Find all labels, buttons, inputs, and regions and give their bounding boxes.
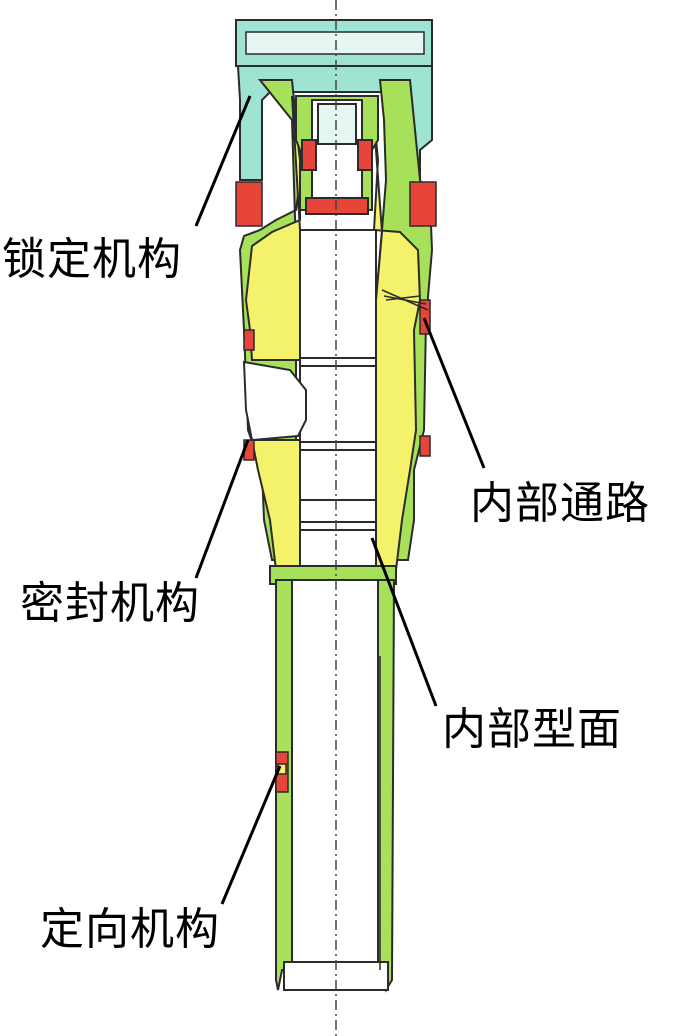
lock-seals: [235, 181, 437, 461]
label-internal-flow-path: 内部通路: [470, 478, 650, 529]
label-internal-profile: 内部型面: [442, 704, 622, 755]
top-sleeve: [295, 95, 379, 215]
seal-window: [242, 360, 307, 442]
label-seal-mechanism: 密封机构: [20, 578, 200, 629]
lower-tube: [269, 565, 397, 993]
label-lock-mechanism: 锁定机构: [2, 234, 182, 285]
label-orientation-mechanism: 定向机构: [40, 904, 220, 955]
flow-path: [375, 280, 429, 560]
leader-lines: [194, 95, 486, 905]
inner-bore: [299, 229, 377, 571]
orientation-key: [275, 751, 289, 793]
